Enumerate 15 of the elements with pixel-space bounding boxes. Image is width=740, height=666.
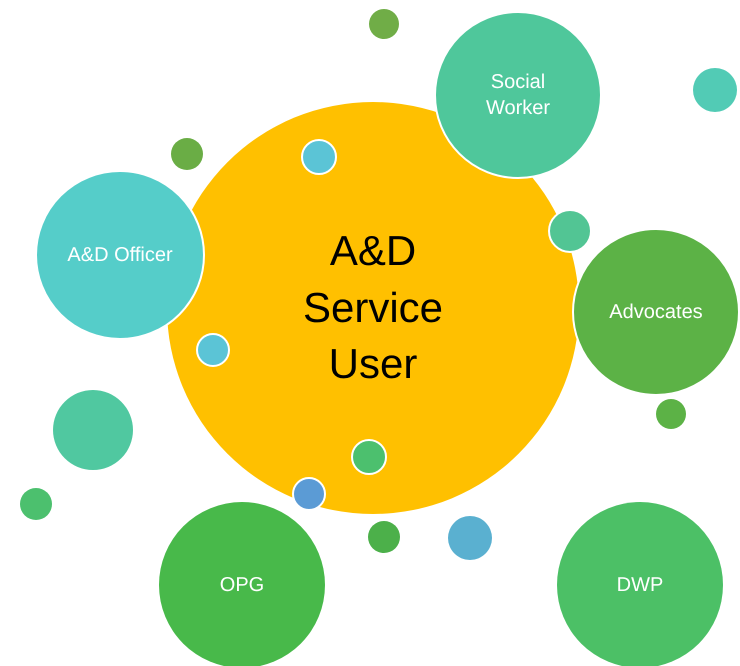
bubble <box>301 139 337 175</box>
bubble <box>196 333 230 367</box>
node-label: Social Worker <box>484 70 552 121</box>
node-label: A&D Officer <box>67 243 173 268</box>
bubble <box>351 439 387 475</box>
bubble <box>20 488 52 520</box>
node-label: DWP <box>616 573 664 598</box>
node-label: A&D Service User <box>302 226 444 390</box>
bubble <box>693 68 737 112</box>
bubble <box>656 399 686 429</box>
node-label: OPG <box>220 573 264 598</box>
bubble <box>368 521 400 553</box>
node-label: Advocates <box>609 300 703 325</box>
bubble <box>448 516 492 560</box>
bubble <box>369 9 399 39</box>
